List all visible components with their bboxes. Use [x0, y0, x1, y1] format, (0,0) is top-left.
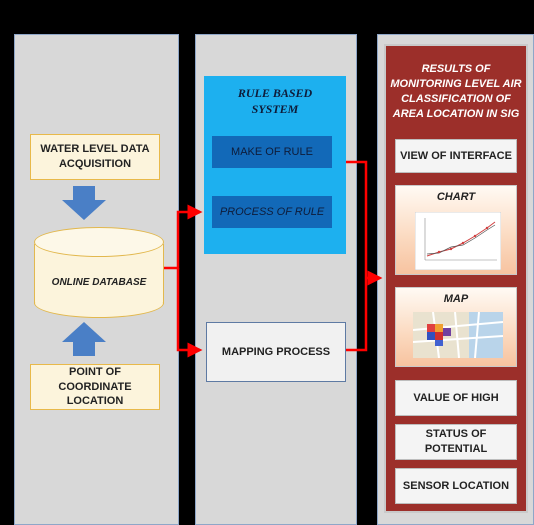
left-gap — [0, 34, 14, 525]
map-title-wrap: MAP — [395, 292, 517, 306]
arrow-db-to-mapping — [176, 268, 203, 358]
database-top — [34, 227, 164, 257]
process-of-rule-label: PROCESS OF RULE — [219, 206, 325, 218]
online-database-label: ONLINE DATABASE — [51, 276, 147, 288]
online-database-label-wrap: ONLINE DATABASE — [34, 270, 164, 294]
mapping-process-label: MAPPING PROCESS — [221, 346, 331, 358]
results-title-wrap: RESULTS OF MONITORING LEVEL AIR CLASSIFI… — [388, 48, 524, 136]
sensor-location-label: SENSOR LOCATION — [402, 480, 510, 492]
top-black-bar — [0, 0, 534, 34]
mapping-process-box: MAPPING PROCESS — [206, 322, 346, 382]
status-of-potential-box: STATUS OF POTENTIAL — [395, 424, 517, 460]
arrow-up-icon — [62, 322, 106, 356]
arrow-db-to-rules — [164, 204, 203, 270]
coordinate-box: POINT OF COORDINATE LOCATION — [30, 364, 160, 410]
rule-title-wrap: RULE BASED SYSTEM — [214, 82, 336, 122]
arrow-mapping-out — [346, 278, 368, 352]
value-of-high-box: VALUE OF HIGH — [395, 380, 517, 416]
arrow-rules-out — [346, 160, 368, 278]
results-title: RESULTS OF MONITORING LEVEL AIR CLASSIFI… — [390, 63, 522, 120]
value-of-high-label: VALUE OF HIGH — [413, 392, 499, 404]
sensor-location-box: SENSOR LOCATION — [395, 468, 517, 504]
view-of-interface-box: VIEW OF INTERFACE — [395, 139, 517, 173]
rule-title: RULE BASED SYSTEM — [237, 86, 313, 116]
map-thumbnail-icon — [413, 312, 503, 358]
coordinate-label: POINT OF COORDINATE LOCATION — [58, 365, 132, 408]
view-of-interface-label: VIEW OF INTERFACE — [400, 150, 512, 162]
map-title: MAP — [443, 293, 469, 305]
arrow-down-icon — [62, 186, 106, 220]
mid-gap-1 — [179, 34, 195, 525]
water-level-box: WATER LEVEL DATA ACQUISITION — [30, 134, 160, 180]
chart-title: CHART — [436, 191, 476, 203]
status-of-potential-label: STATUS OF POTENTIAL — [424, 428, 488, 455]
make-of-rule-label: MAKE OF RULE — [231, 146, 313, 158]
make-of-rule-box: MAKE OF RULE — [212, 136, 332, 168]
chart-thumbnail-icon — [415, 212, 501, 270]
process-of-rule-box: PROCESS OF RULE — [212, 196, 332, 228]
chart-title-wrap: CHART — [395, 190, 517, 204]
water-level-label: WATER LEVEL DATA ACQUISITION — [40, 143, 150, 170]
